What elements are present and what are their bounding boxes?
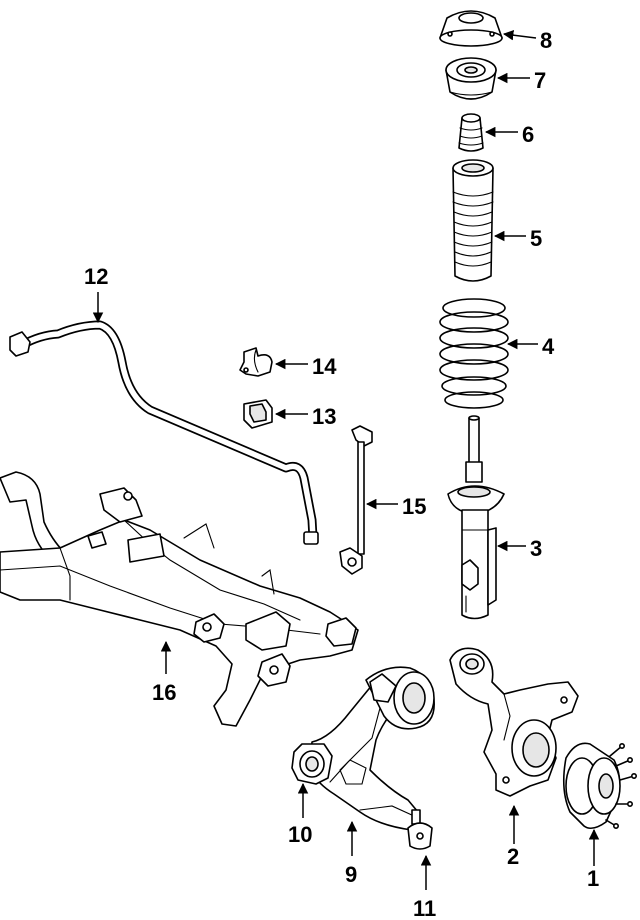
part-12-stabilizer-bar [9, 320, 319, 545]
callout-labels: 8 7 6 5 4 3 12 14 13 15 16 10 9 11 2 1 [84, 28, 599, 920]
callout-14: 14 [312, 354, 337, 379]
callout-11: 11 [413, 896, 436, 920]
part-3-strut [447, 415, 505, 620]
part-9-lower-control-arm [309, 677, 419, 831]
callout-9: 9 [345, 862, 357, 887]
callout-10: 10 [288, 822, 312, 847]
part-4-coil-spring [439, 298, 509, 409]
part-10-bushing [291, 743, 333, 785]
part-13-bushing [243, 399, 273, 429]
callout-6: 6 [522, 122, 534, 147]
part-6-bump-stop [458, 113, 484, 152]
part-9-rear-bushing [365, 666, 435, 730]
leader-8 [502, 29, 537, 41]
callout-13: 13 [312, 404, 336, 429]
part-1-wheel-hub [562, 742, 637, 830]
part-16-subframe [0, 471, 359, 727]
part-15-stabilizer-link [339, 425, 373, 575]
callout-16: 16 [152, 680, 176, 705]
part-2-steering-knuckle [449, 647, 579, 797]
callout-3: 3 [530, 536, 542, 561]
callout-2: 2 [507, 844, 519, 869]
callout-8: 8 [540, 28, 552, 53]
part-8-strut-mount [439, 10, 503, 47]
callout-15: 15 [402, 494, 426, 519]
callout-7: 7 [534, 68, 546, 93]
leader-lines [92, 29, 600, 890]
part-7-bearing [445, 57, 497, 100]
callout-4: 4 [542, 334, 555, 359]
callout-1: 1 [587, 866, 599, 891]
part-5-dust-boot [452, 159, 494, 282]
part-11-ball-joint [407, 809, 433, 850]
callout-5: 5 [530, 226, 542, 251]
callout-12: 12 [84, 264, 108, 289]
part-14-bushing-bracket [239, 347, 273, 377]
